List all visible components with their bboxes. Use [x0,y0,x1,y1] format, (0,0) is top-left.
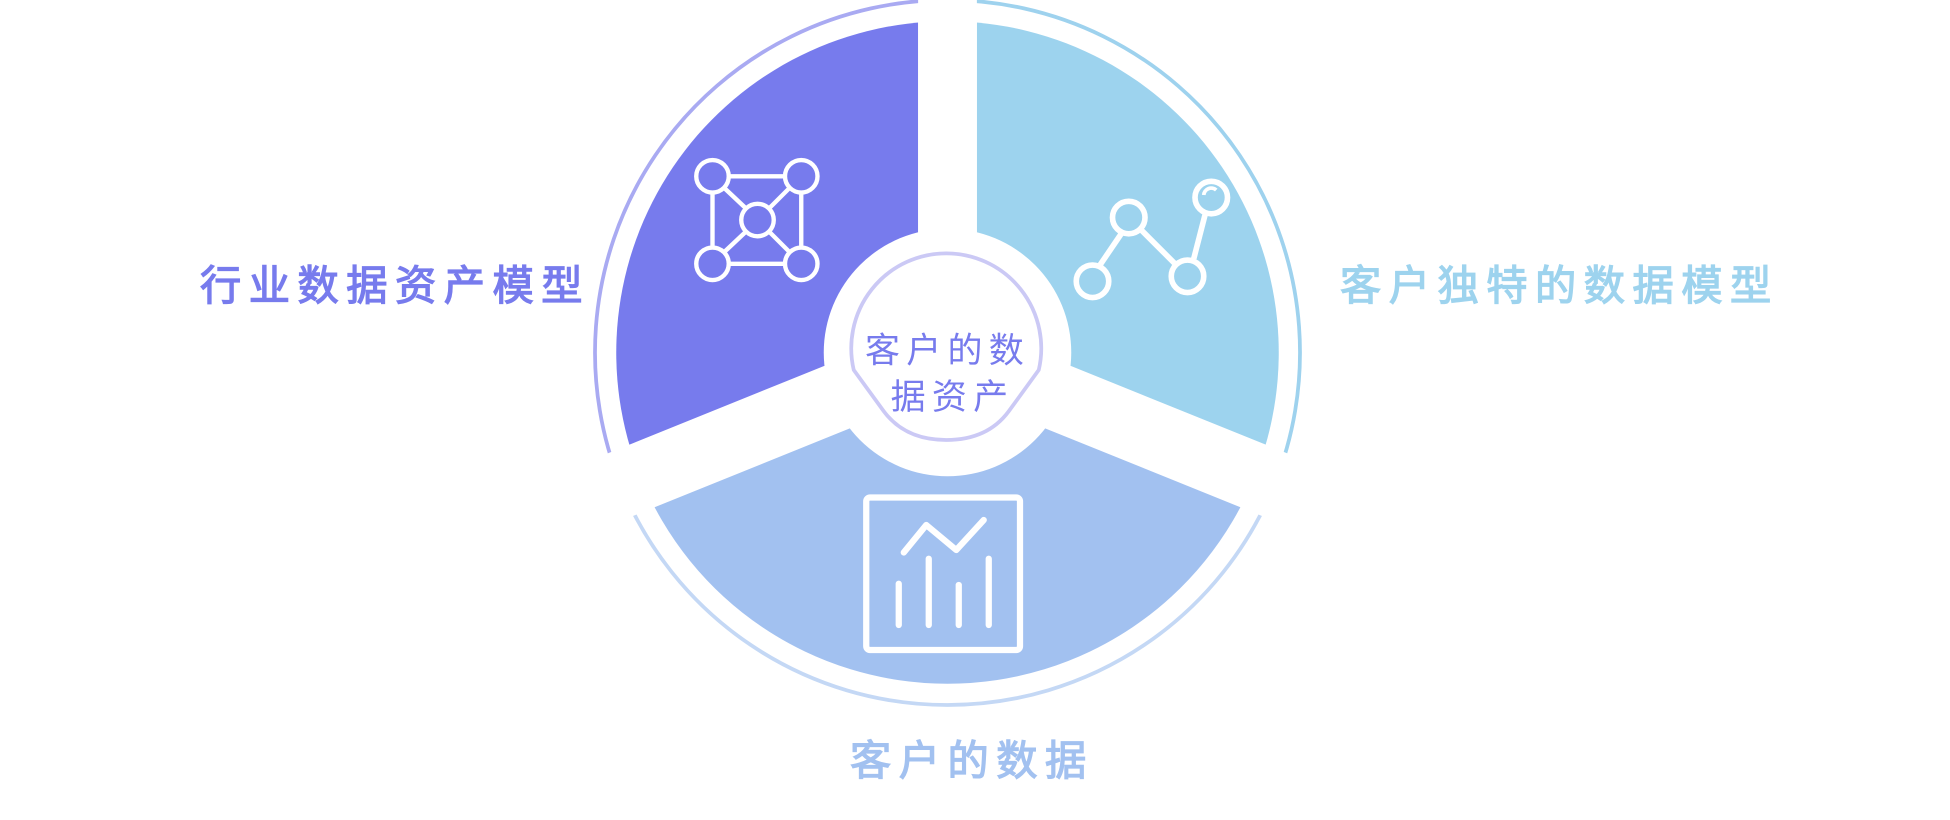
line-graph-nodes-icon [1073,178,1231,301]
bar-chart-icon [863,494,1024,654]
label-customer-unique-data-model: 客户独特的数据模型 [1340,262,1779,310]
ring-arc-left [593,0,948,486]
label-industry-data-asset-model: 行业数据资产模型 [200,262,590,310]
center-label-line2: 据资产 [891,378,1015,418]
label-customer-data: 客户的数据 [850,737,1094,785]
ring-arc-bottom [618,483,1277,707]
center-outline [849,251,1044,442]
ring-arc-right [947,0,1302,486]
network-nodes-icon [694,157,820,283]
center-label-line1: 客户的数 [865,332,1030,372]
